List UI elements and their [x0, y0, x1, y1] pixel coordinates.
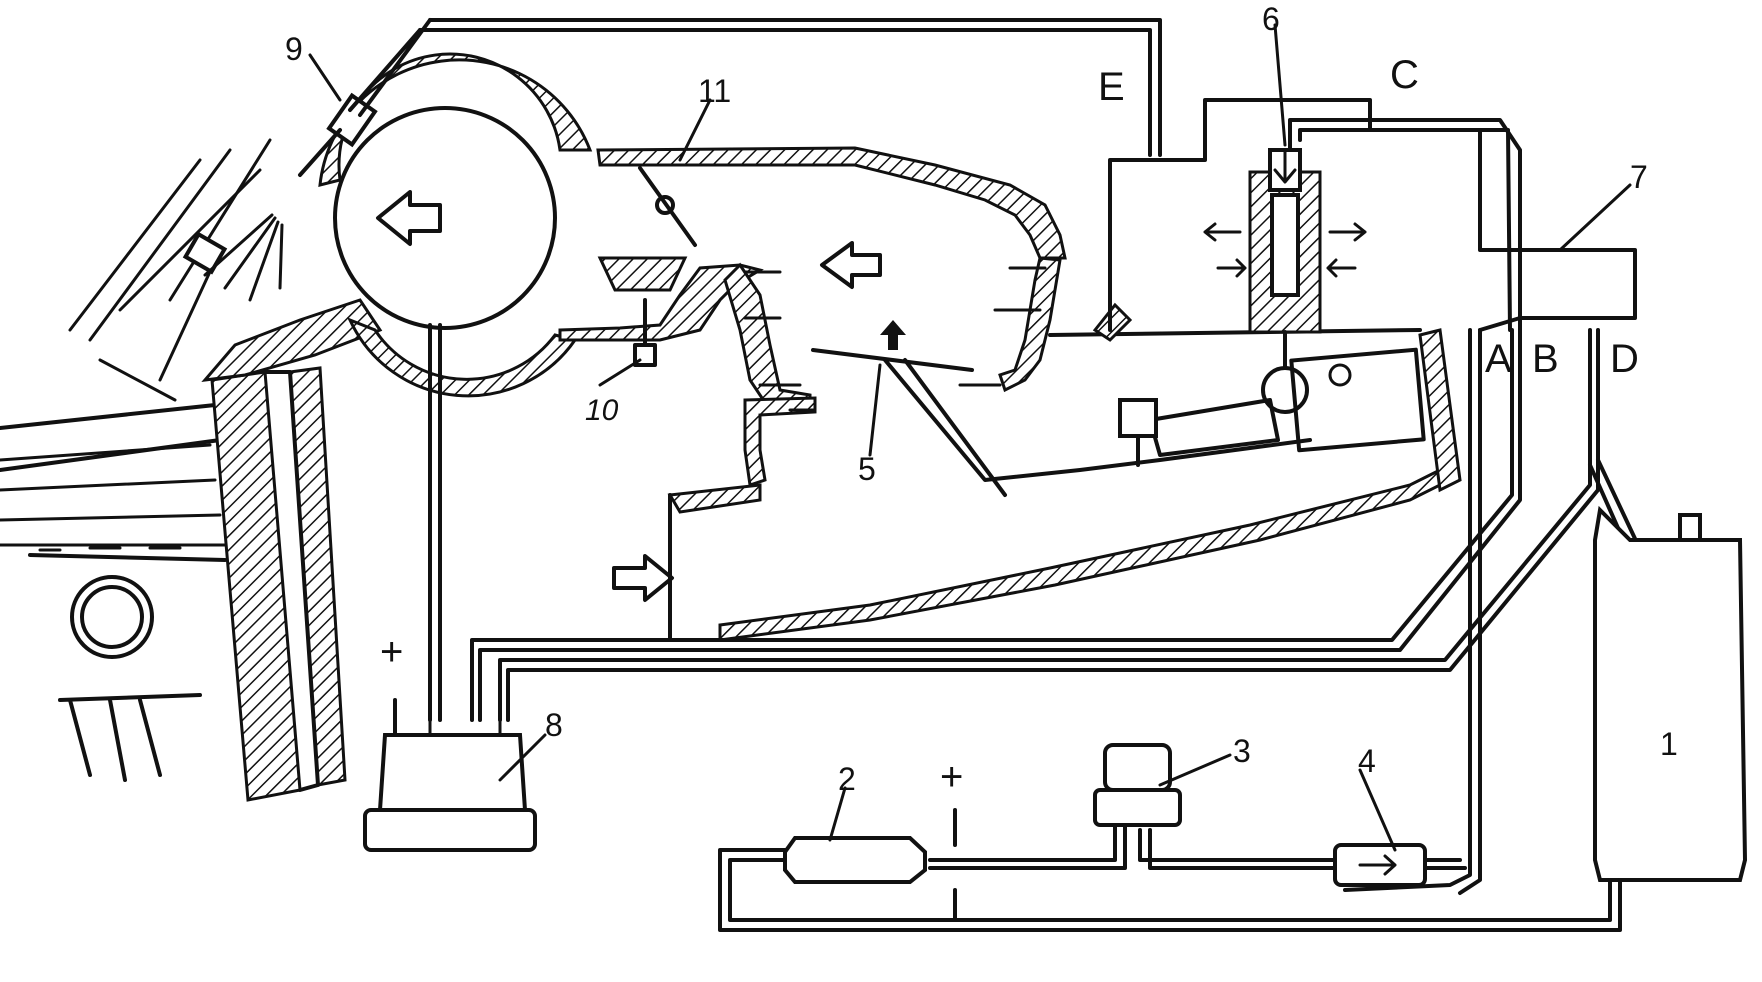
label-6: 6 — [1262, 1, 1280, 37]
fuel-distributor — [1108, 98, 1637, 467]
fuel-tank — [718, 505, 1748, 932]
accumulator — [1093, 743, 1337, 870]
label-2: 2 — [838, 761, 856, 797]
control-unit — [363, 698, 537, 852]
label-5: 5 — [858, 451, 876, 487]
label-1: 1 — [1660, 726, 1678, 762]
fuel-filter — [1333, 843, 1467, 887]
label-D: D — [1610, 337, 1639, 381]
label-9: 9 — [285, 31, 303, 67]
label-11: 11 — [698, 73, 731, 109]
label-C: C — [1390, 53, 1419, 97]
label-4: 4 — [1358, 743, 1376, 779]
label-plus-2: + — [940, 755, 963, 799]
fuel-pump — [783, 808, 1127, 922]
label-plus-1: + — [380, 630, 403, 674]
label-E: E — [1098, 65, 1125, 109]
label-A: A — [1485, 337, 1512, 381]
label-3: 3 — [1233, 733, 1251, 769]
fuel-lines — [428, 323, 1640, 895]
labels: 1 2 3 4 5 6 7 8 9 10 11 A B C D E + + — [285, 1, 1678, 799]
leader-lines — [308, 23, 1632, 852]
label-8: 8 — [545, 707, 563, 743]
intake-body — [201, 52, 593, 398]
label-B: B — [1532, 337, 1559, 381]
engine-block — [0, 138, 347, 802]
label-10: 10 — [585, 394, 619, 427]
air-housing — [558, 146, 1462, 642]
valve-9 — [298, 18, 1162, 177]
label-7: 7 — [1630, 159, 1648, 195]
